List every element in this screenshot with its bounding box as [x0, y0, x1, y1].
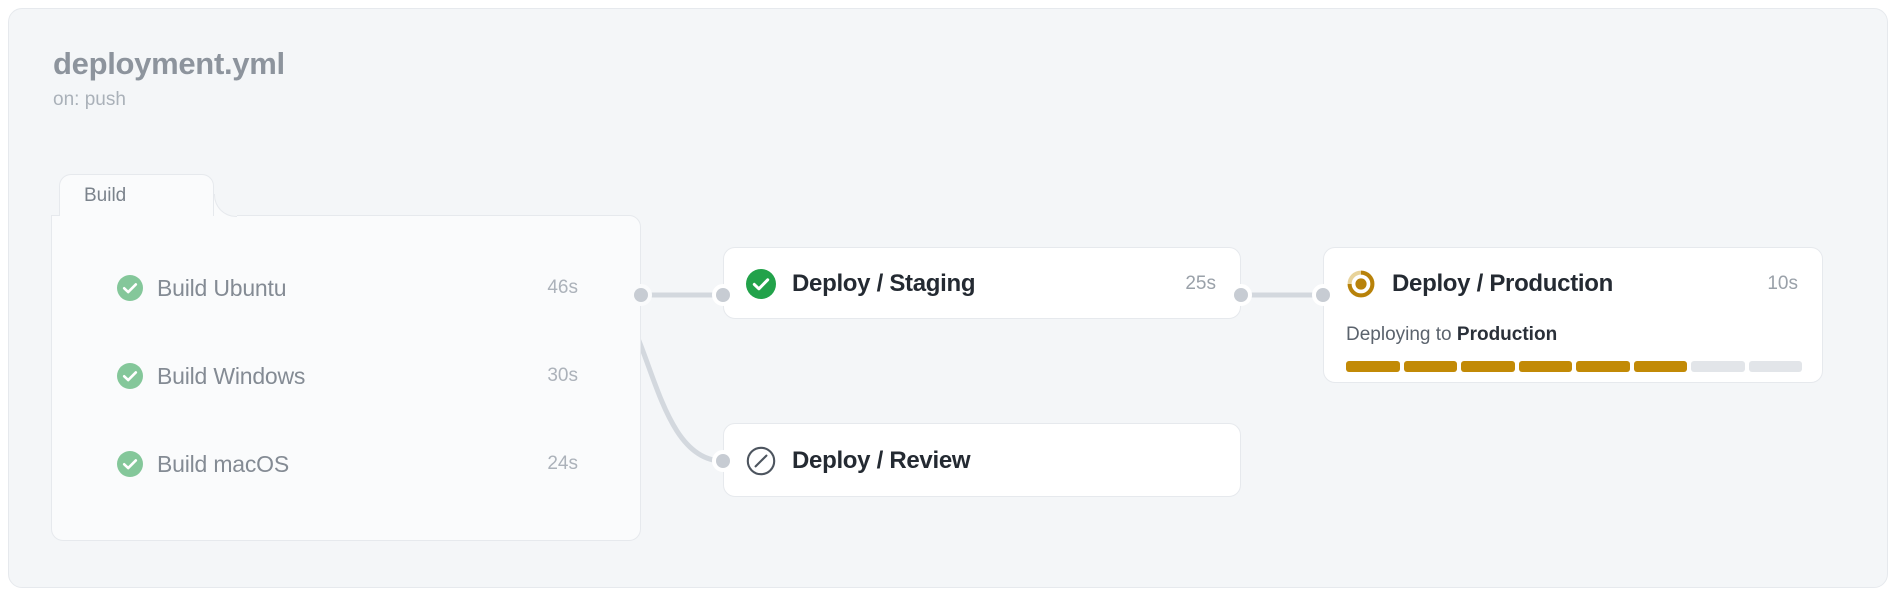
check-circle-icon: [117, 275, 143, 301]
workflow-header: deployment.yml on: push: [53, 45, 285, 113]
connector-dot-production-input[interactable]: [1312, 284, 1334, 306]
node-header: Deploy / Review: [724, 424, 1240, 498]
build-job-row-ubuntu[interactable]: Build Ubuntu 46s: [52, 266, 642, 310]
page-title: deployment.yml: [53, 46, 285, 81]
progress-segment: [1461, 361, 1515, 372]
slash-circle-icon: [746, 446, 776, 476]
progress-segment: [1346, 361, 1400, 372]
node-status-text: Deploying to Production: [1346, 324, 1557, 346]
connector-dot-staging-output[interactable]: [1230, 284, 1252, 306]
build-job-group[interactable]: Build Build Ubuntu 46s: [51, 174, 641, 541]
node-title: Deploy / Production: [1392, 270, 1613, 297]
progress-segment: [1748, 361, 1802, 372]
build-job-row-macos[interactable]: Build macOS 24s: [52, 442, 642, 486]
workflow-trigger: on: push: [53, 89, 126, 110]
node-deploy-review[interactable]: Deploy / Review: [723, 423, 1241, 497]
tab-notch: [214, 194, 237, 217]
check-circle-icon: [117, 451, 143, 477]
spinner-icon: [1346, 269, 1376, 299]
build-job-row-windows[interactable]: Build Windows 30s: [52, 354, 642, 398]
connector-dot-build-output[interactable]: [630, 284, 652, 306]
deploy-progress-bar: [1346, 361, 1802, 372]
tab-build[interactable]: Build: [59, 174, 214, 216]
node-header: Deploy / Production 10s: [1324, 248, 1822, 320]
progress-segment: [1691, 361, 1745, 372]
progress-segment: [1633, 361, 1687, 372]
node-deploy-production[interactable]: Deploy / Production 10s Deploying to Pro…: [1323, 247, 1823, 383]
workflow-canvas: deployment.yml on: push Build Build: [8, 8, 1888, 588]
tab-build-label: Build: [84, 184, 127, 206]
node-header: Deploy / Staging 25s: [724, 248, 1240, 320]
progress-segment: [1576, 361, 1630, 372]
node-status-prefix: Deploying to: [1346, 324, 1457, 345]
node-deploy-staging[interactable]: Deploy / Staging 25s: [723, 247, 1241, 319]
node-title: Deploy / Staging: [792, 270, 976, 297]
progress-segment: [1403, 361, 1457, 372]
node-title: Deploy / Review: [792, 447, 971, 474]
connector-dot-review-input[interactable]: [712, 450, 734, 472]
build-job-duration: 24s: [547, 453, 578, 474]
build-job-name: Build Windows: [157, 362, 306, 389]
check-circle-icon: [117, 363, 143, 389]
build-job-name: Build macOS: [157, 450, 290, 477]
build-job-duration: 46s: [547, 277, 578, 298]
connector-dot-staging-input[interactable]: [712, 284, 734, 306]
build-job-list: Build Ubuntu 46s Build Windows 30s: [51, 215, 641, 541]
node-duration: 10s: [1767, 273, 1798, 294]
progress-segment: [1518, 361, 1572, 372]
check-circle-icon: [746, 269, 776, 299]
node-duration: 25s: [1185, 273, 1216, 294]
node-status-target: Production: [1456, 324, 1558, 345]
build-job-duration: 30s: [547, 365, 578, 386]
build-job-name: Build Ubuntu: [157, 274, 287, 301]
